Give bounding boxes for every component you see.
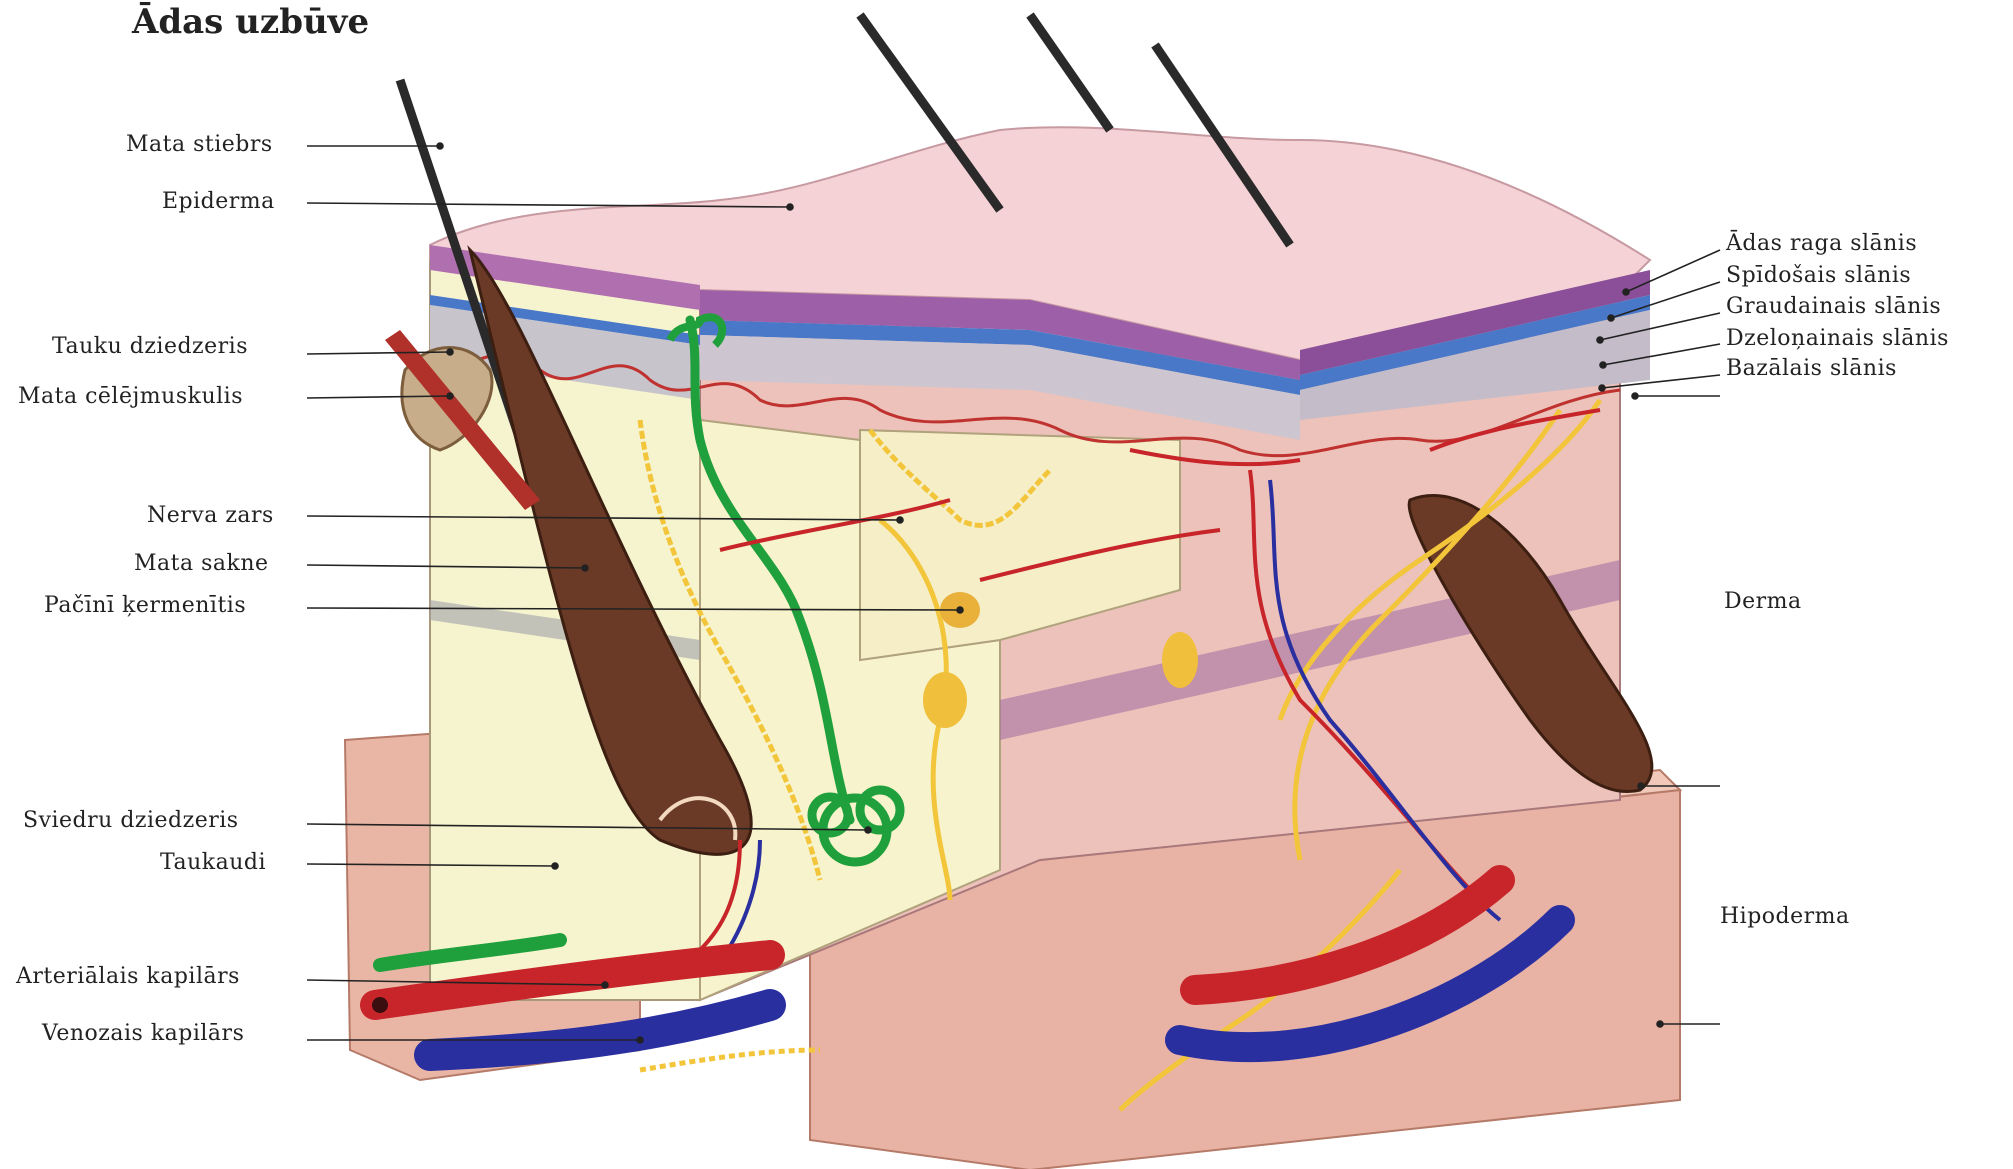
label-epidermis: Epiderma (162, 189, 275, 214)
label-nerve-branch: Nerva zars (147, 503, 274, 528)
label-stratum-granulosum: Graudainais slānis (1726, 294, 1941, 319)
label-hair-root: Mata sakne (134, 551, 269, 576)
label-arterial-capillary: Arteriālais kapilārs (16, 964, 240, 989)
nerve-fiber (640, 1050, 820, 1070)
label-sebaceous-gland: Tauku dziedzeris (52, 334, 248, 359)
artery-opening (372, 997, 388, 1013)
label-stratum-corneum: Ādas raga slānis (1726, 231, 1917, 256)
pacinian-corpuscle (923, 672, 967, 728)
label-dermis: Derma (1724, 589, 1802, 614)
label-hypodermis: Hipoderma (1720, 904, 1850, 929)
label-sweat-gland: Sviedru dziedzeris (23, 808, 239, 833)
label-venous-capillary: Venozais kapilārs (42, 1021, 244, 1046)
label-adipose: Taukaudi (160, 850, 266, 875)
label-pacinian-corpuscle: Pačīnī ķermenītis (44, 593, 246, 618)
pacinian-corpuscle (1162, 632, 1198, 688)
label-stratum-basale: Bazālais slānis (1726, 356, 1897, 381)
label-arrector-muscle: Mata cēlējmuskulis (18, 384, 243, 409)
label-stratum-spinosum: Dzeloņainais slānis (1726, 326, 1949, 351)
hair-shaft (1030, 15, 1110, 130)
label-stratum-lucidum: Spīdošais slānis (1726, 263, 1911, 288)
label-hair-shaft: Mata stiebrs (126, 132, 273, 157)
